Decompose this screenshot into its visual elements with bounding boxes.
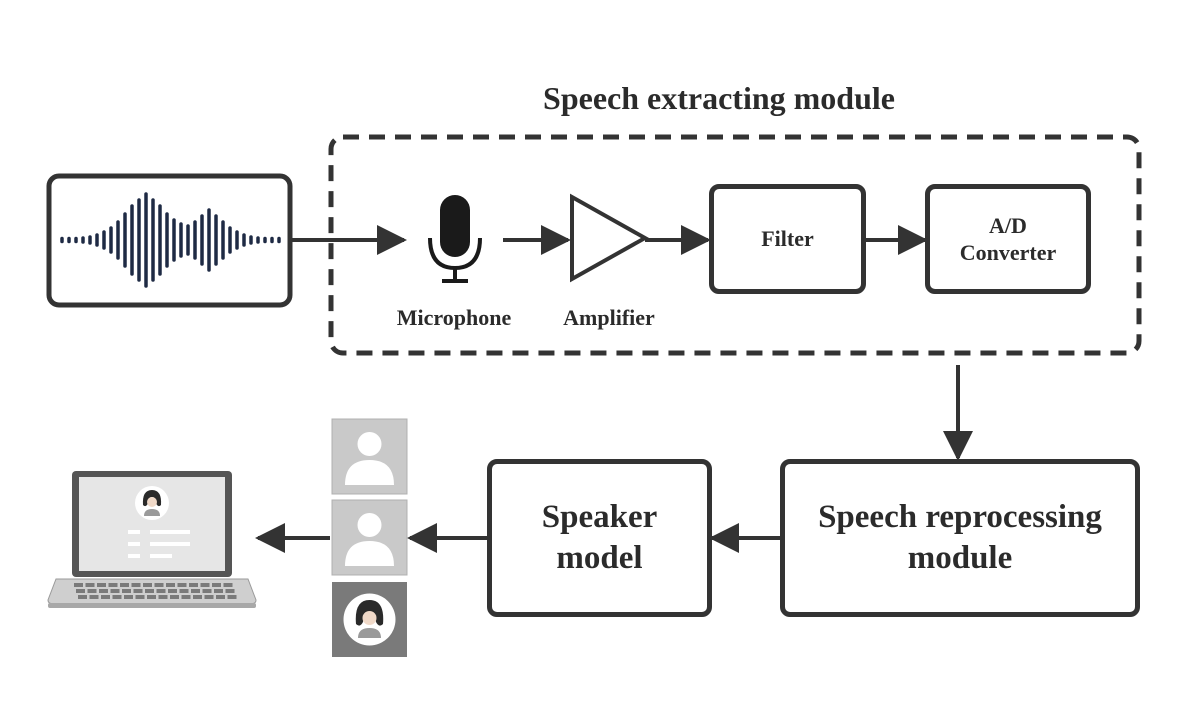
person-icon [345,432,394,485]
ad-converter-label: A/D Converter [960,212,1057,267]
keyboard-key [156,589,166,593]
keyboard-key [110,589,120,593]
keyboard-key [101,595,110,599]
keyboard-key [223,583,233,587]
keyboard-key [108,583,118,587]
speaker-model-label: Speaker model [542,497,658,580]
speech-extracting-module-border [328,134,1142,356]
keyboard-key [89,595,99,599]
keyboard-key [87,589,97,593]
keyboard-key [131,583,141,587]
keyboard-key [143,583,152,587]
keyboard-key [212,583,221,587]
ad-converter-label-line1: A/D [989,212,1027,238]
speech-reprocessing-label-line2: module [907,540,1013,576]
microphone-label: Microphone [396,305,512,330]
keyboard-key [202,589,212,593]
amplifier-label: Amplifier [563,305,655,330]
keyboard-key [99,589,108,593]
keyboard-key [170,595,179,599]
keyboard-key [166,583,175,587]
keyboard-key [74,583,83,587]
keyboard-key [227,595,237,599]
keyboard-key [97,583,106,587]
avatar-1 [331,418,408,495]
keyboard-key [145,589,154,593]
filter-box: Filter [709,184,866,294]
keyboard-key [76,589,85,593]
keyboard-key [225,589,235,593]
keyboard-key [120,583,129,587]
keyboard-key [193,595,202,599]
speaker-model-box: Speaker model [487,459,712,617]
avatar-3 [332,582,407,657]
avatar-2 [331,499,408,576]
waveform-box [46,173,293,308]
waveform-icon [60,192,281,288]
keyboard-key [214,589,223,593]
amplifier-icon [570,193,650,283]
keyboard-key [135,595,145,599]
keyboard-key [179,589,189,593]
keyboard-key [168,589,177,593]
person-icon [345,513,394,566]
keyboard-key [191,589,200,593]
keyboard-key [204,595,214,599]
keyboard-key [158,595,168,599]
keyboard-key [122,589,131,593]
module-title: Speech extracting module [543,80,895,116]
keyboard-key [200,583,210,587]
laptop-icon [47,471,257,608]
keyboard-key [216,595,225,599]
female-avatar-icon [343,593,396,646]
speech-reprocessing-label: Speech reprocessing module [818,497,1102,580]
keyboard-key [133,589,143,593]
speaker-model-label-line2: model [556,540,643,576]
keyboard-key [78,595,87,599]
filter-label: Filter [761,226,814,252]
microphone-icon [428,195,482,283]
keyboard-key [177,583,187,587]
keyboard-key [147,595,156,599]
keyboard-key [154,583,164,587]
speaker-model-label-line1: Speaker [541,498,658,535]
speech-reprocessing-label-line1: Speech reprocessing [818,498,1102,535]
ad-converter-box: A/D Converter [925,184,1091,294]
keyboard-key [85,583,95,587]
keyboard-key [112,595,122,599]
ad-converter-label-line2: Converter [959,240,1057,265]
keyboard-key [181,595,191,599]
speech-reprocessing-box: Speech reprocessing module [780,459,1140,617]
keyboard-key [124,595,133,599]
keyboard-key [189,583,198,587]
